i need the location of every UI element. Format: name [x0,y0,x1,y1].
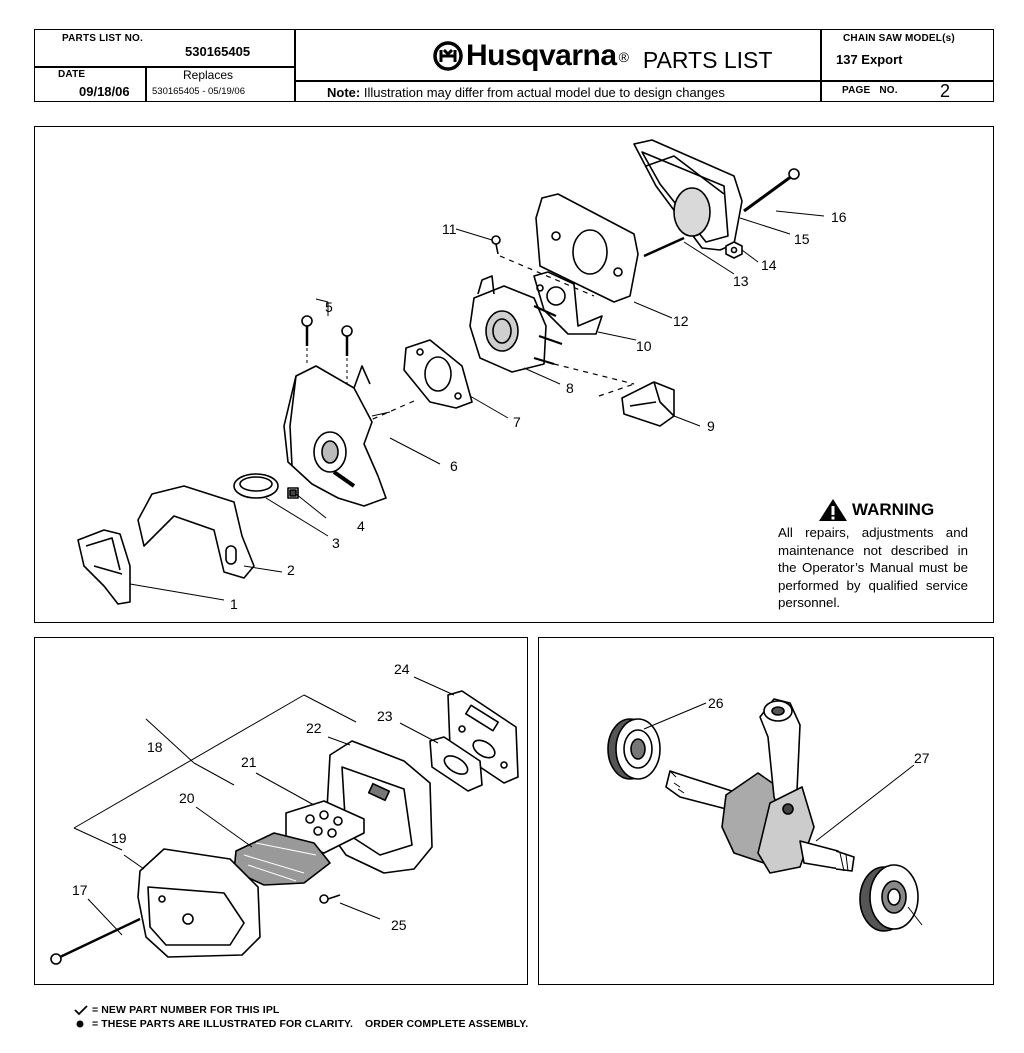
parts-list-no: 530165405 [185,44,251,59]
page-word: PAGE [842,85,871,96]
part-25-screw [319,894,341,904]
callout-2: 2 [287,562,295,578]
callout-6: 6 [450,458,458,474]
header-box [34,29,994,102]
callout-10: 10 [636,338,652,354]
part-10-bracket [533,271,603,335]
date-label: DATE [58,69,86,80]
part-15-cover [633,139,743,251]
part-27-crankshaft [665,698,855,874]
part-12-plate [535,193,639,303]
header-title: PARTS LIST [642,46,773,73]
callout-8: 8 [566,380,574,396]
callout-23: 23 [377,708,393,724]
part-19-cover [137,848,261,958]
page-label: PAGE NO. [842,85,898,96]
warning-block: WARNING All repairs, adjustments and mai… [778,498,978,612]
part-6-housing [283,365,387,507]
muffler-exploded-diagram [50,676,519,965]
callout-24: 24 [394,661,410,677]
header-vline-date [145,66,147,102]
callout-21: 21 [241,754,257,770]
top-exploded-diagram [77,139,825,605]
part-5-screws [301,315,353,388]
brand-logo: Husqvarna ® PARTS LIST [433,36,772,76]
part-22-muffler-body [325,740,433,874]
callout-15: 15 [794,231,810,247]
model-value: 137 Export [836,52,903,67]
part-16-screw [743,168,800,213]
callout-7: 7 [513,414,521,430]
warning-title: WARNING [852,500,935,519]
callout-17: 17 [72,882,88,898]
callout-22: 22 [306,720,322,736]
part-4-fitting [287,487,299,499]
header-hline-left [34,66,295,68]
callout-5: 5 [325,299,333,315]
part-8-carburetor [469,275,563,373]
page-number: 2 [940,81,951,101]
top-diagram-panel [34,126,994,623]
legend-clarity-text: = THESE PARTS ARE ILLUSTRATED FOR CLARIT… [92,1018,529,1030]
model-label: CHAIN SAW MODEL(s) [843,33,955,44]
part-26-bearing [607,718,661,780]
checkmark-icon [74,1005,88,1016]
legend-new-part: = NEW PART NUMBER FOR THIS IPL [74,1004,279,1016]
callout-25: 25 [391,917,407,933]
callout-14: 14 [761,257,777,273]
callout-11: 11 [442,221,457,237]
part-17-bolt [50,917,141,965]
date-value: 09/18/06 [79,84,130,99]
callout-1: 1 [230,596,238,612]
part-7-gasket [403,339,473,409]
part-21-plate [285,800,365,854]
crankshaft-diagram-panel [538,637,994,985]
husqvarna-crown-icon [433,41,463,71]
callout-3: 3 [332,535,340,551]
part-crank-bearing-2 [859,864,919,932]
brand-name: Husqvarna [466,39,617,72]
header-divider-2 [820,29,822,102]
header-note: Note: Illustration may differ from actua… [327,85,725,100]
bullet-dot-icon [76,1020,84,1028]
note-text: Illustration may differ from actual mode… [363,85,725,100]
part-3-ring [233,473,279,499]
replaces-value: 530165405 - 05/19/06 [152,86,245,97]
callout-9: 9 [707,418,715,434]
legend-new-part-text: = NEW PART NUMBER FOR THIS IPL [92,1004,280,1016]
part-9-block [621,381,675,427]
callout-26: 26 [708,695,724,711]
callout-27: 27 [914,750,930,766]
callout-4: 4 [357,518,365,534]
note-label: Note: [327,85,361,100]
part-11-screw [491,235,501,255]
crankshaft-exploded-diagram [607,698,923,932]
parts-list-no-label: PARTS LIST NO. [62,33,143,44]
header-hline-mid [294,80,994,82]
warning-triangle-icon [819,499,847,521]
page-no-word: NO. [879,85,898,96]
callout-12: 12 [673,313,689,329]
callout-16: 16 [831,209,847,225]
callout-13: 13 [733,273,749,289]
replaces-label: Replaces [183,68,234,82]
header-divider-1 [294,29,296,102]
brand-registered: ® [618,49,629,65]
callout-18: 18 [147,739,163,755]
warning-text: All repairs, adjustments and maintenance… [778,525,968,610]
muffler-diagram-panel [34,637,528,985]
callout-20: 20 [179,790,195,806]
part-23-gasket [429,736,483,792]
legend-clarity: = THESE PARTS ARE ILLUSTRATED FOR CLARIT… [76,1018,528,1030]
callout-19: 19 [111,830,127,846]
part-1-guard [77,529,131,605]
part-2-bracket [137,485,255,579]
part-14-nut [725,241,743,259]
